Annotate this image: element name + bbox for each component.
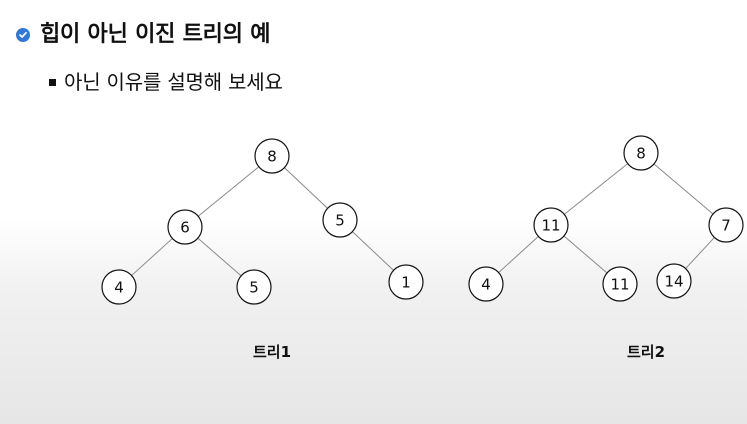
tree-2-node-5: 11 — [602, 266, 638, 302]
tree-node-label: 5 — [335, 212, 345, 230]
tree-2-edge-2 — [653, 163, 714, 215]
tree-2-node-2: 11 — [533, 207, 569, 243]
tree-node-label: 1 — [401, 274, 411, 292]
tree-node-label: 14 — [664, 273, 683, 291]
tree-node-label: 4 — [114, 279, 124, 297]
tree-node-label: 7 — [721, 217, 731, 235]
tree-1-edge-2 — [284, 167, 328, 209]
tree-node-circle — [167, 209, 203, 245]
tree-1-edge-4 — [197, 237, 242, 277]
tree-2-edge-5 — [685, 237, 715, 269]
tree-2: 8 11 7 4 11 14 — [468, 135, 744, 302]
tree-node-circle — [388, 264, 424, 300]
tree-1-node-5: 5 — [236, 269, 272, 305]
tree-node-circle — [623, 135, 659, 171]
title-row: 힙이 아닌 이진 트리의 예 — [16, 24, 270, 46]
tree-2-edge-1 — [563, 163, 629, 215]
subtitle-text: 아닌 이유를 설명해 보세요 — [64, 70, 283, 94]
tree-1-node-2: 6 — [167, 209, 203, 245]
tree-node-circle — [468, 266, 504, 302]
tree-1-edge-1 — [197, 166, 260, 217]
tree-node-label: 8 — [267, 148, 277, 166]
tree-2-node-1: 8 — [623, 135, 659, 171]
tree-1-edge-3 — [131, 238, 173, 276]
tree-1-caption: 트리1 — [253, 343, 292, 361]
tree-node-circle — [602, 266, 638, 302]
tree-node-label: 5 — [249, 279, 259, 297]
tree-node-label: 11 — [610, 276, 629, 294]
tree-1-node-4: 4 — [101, 269, 137, 305]
tree-2-edge-3 — [498, 236, 539, 273]
tree-node-label: 8 — [636, 145, 646, 163]
tree-1-node-6: 1 — [388, 264, 424, 300]
page-title: 힙이 아닌 이진 트리의 예 — [40, 22, 271, 47]
tree-2-edge-4 — [563, 235, 608, 274]
tree-node-circle — [236, 269, 272, 305]
tree-2-node-4: 4 — [468, 266, 504, 302]
tree-2-node-3: 7 — [708, 207, 744, 243]
tree-node-circle — [254, 138, 290, 174]
tree-node-circle — [322, 202, 358, 238]
tree-1-node-3: 5 — [322, 202, 358, 238]
tree-node-label: 11 — [541, 217, 560, 235]
subtitle-row: 아닌 이유를 설명해 보세요 — [49, 72, 283, 92]
tree-node-circle — [101, 269, 137, 305]
tree-1-node-1: 8 — [254, 138, 290, 174]
tree-node-circle — [708, 207, 744, 243]
check-badge-icon — [16, 28, 30, 42]
tree-node-label: 6 — [180, 219, 190, 237]
tree-node-circle — [533, 207, 569, 243]
tree-node-circle — [656, 263, 692, 299]
tree-1-edge-5 — [352, 231, 394, 271]
tree-2-caption: 트리2 — [627, 343, 666, 361]
tree-2-node-6: 14 — [656, 263, 692, 299]
tree-1: 8 6 5 4 5 1 — [101, 138, 424, 305]
square-bullet-icon — [49, 78, 56, 86]
tree-node-label: 4 — [481, 276, 491, 294]
